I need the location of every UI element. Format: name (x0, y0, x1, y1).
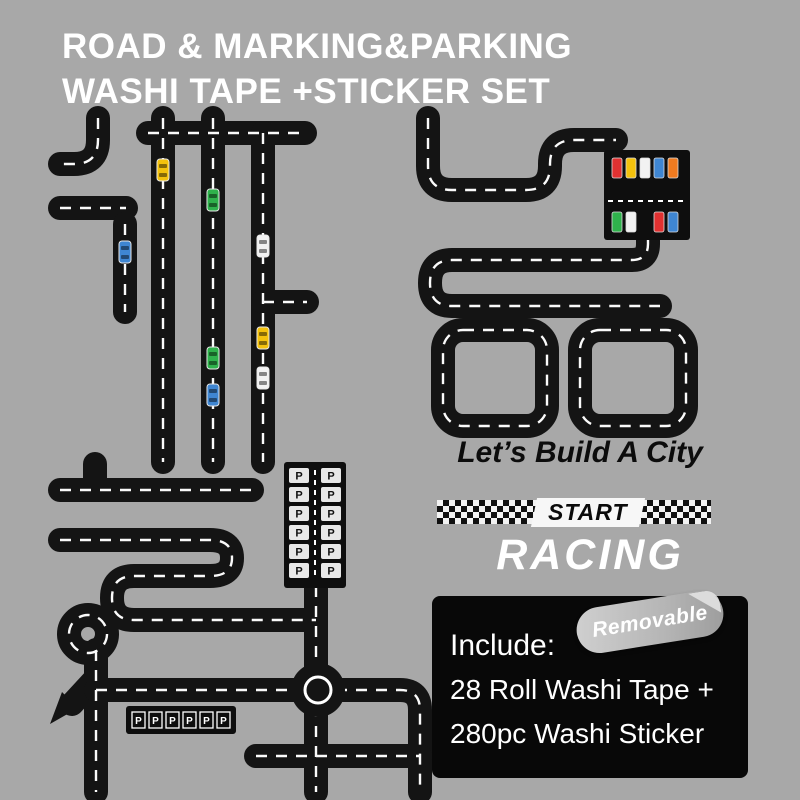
start-label-plate: START (531, 497, 645, 527)
parking-spot-letter: P (135, 716, 142, 727)
parking-spot-letter: P (327, 566, 334, 578)
car-blue-icon (206, 383, 220, 407)
parking-spot-letter: P (327, 471, 334, 483)
parking-spot-letter: P (220, 716, 227, 727)
parking-spot-letter: P (295, 528, 302, 540)
parking-spot-letter: P (327, 547, 334, 559)
removable-badge-label: Removable (590, 601, 710, 642)
title-line-1: ROAD & MARKING&PARKING (62, 27, 573, 66)
roundabout (291, 663, 345, 717)
parking-spot-letter: P (186, 716, 193, 727)
car-green-icon (206, 346, 220, 370)
title-line-2: WASHI TAPE +STICKER SET (62, 72, 551, 111)
car-white-icon (256, 366, 270, 390)
parking-spot-letter: P (295, 471, 302, 483)
car-white-icon (256, 234, 270, 258)
parking-spot-letter: P (327, 528, 334, 540)
car-stickers (118, 158, 270, 407)
car-blue-icon (118, 240, 132, 264)
page-title: ROAD & MARKING&PARKING WASHI TAPE +STICK… (62, 24, 572, 114)
tagline: Let’s Build A City (457, 436, 703, 469)
parking-spot-letter: P (295, 509, 302, 521)
parking-spot-letter: P (295, 547, 302, 559)
car-green-icon (206, 188, 220, 212)
fork-arrow (50, 692, 78, 724)
left-road-grid (48, 106, 319, 474)
parking-spot-letter: P (327, 490, 334, 502)
start-label: START (548, 498, 628, 525)
parking-spot-letter: P (295, 490, 302, 502)
include-line-tape: 28 Roll Washi Tape + (450, 674, 714, 705)
parking-spot-letter: P (327, 509, 334, 521)
bottom-road-network (48, 452, 432, 800)
start-banner: START (437, 497, 711, 527)
include-title: Include: (450, 629, 556, 662)
parking-lot-sticker (604, 150, 690, 240)
parking-spot-letter: P (152, 716, 159, 727)
parking-spot-letter: P (295, 566, 302, 578)
car-yellow-icon (256, 326, 270, 350)
vertical-parking-sticker: P P P P P P P P P P P P (284, 462, 346, 588)
parking-spot-letter: P (169, 716, 176, 727)
parking-strip-sticker: P P P P P P (126, 706, 236, 734)
car-yellow-icon (156, 158, 170, 182)
right-race-track (416, 106, 698, 438)
include-line-sticker: 280pc Washi Sticker (450, 718, 705, 749)
parking-spot-letter: P (203, 716, 210, 727)
racing-label: RACING (496, 531, 684, 579)
